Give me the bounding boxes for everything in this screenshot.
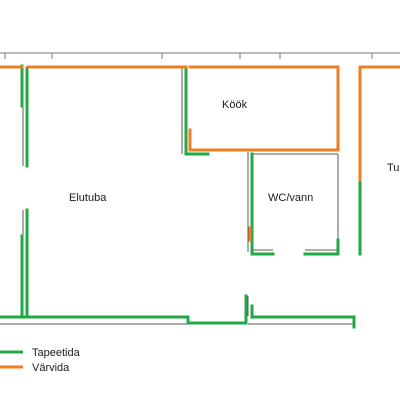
paint-walls (0, 65, 400, 242)
room-label-bathroom: WC/vann (268, 192, 313, 204)
room-label-kitchen: Köök (222, 99, 248, 111)
legend-label-paint: Värvida (32, 362, 70, 374)
room-label-right: Tu (387, 162, 399, 174)
wallpaper-walls (0, 64, 362, 329)
legend: Tapeetida Värvida (0, 347, 81, 374)
legend-label-wallpaper: Tapeetida (32, 347, 81, 359)
room-label-living-room: Elutuba (69, 192, 107, 204)
wall-outlines (0, 66, 361, 325)
dimension-line (0, 52, 400, 59)
